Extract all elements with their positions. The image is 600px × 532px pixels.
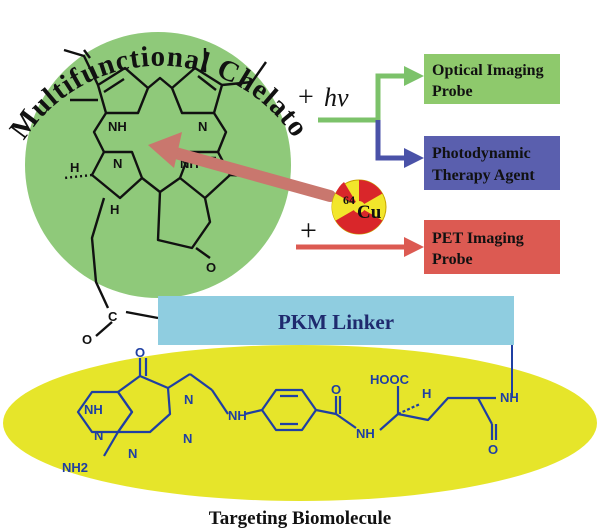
optical-imaging-line2: Probe — [432, 83, 473, 100]
pdt-arrowhead — [404, 148, 424, 168]
folate-structure — [76, 358, 498, 457]
atom-h-top: H — [70, 160, 79, 175]
atom-o-carbonyl: O — [82, 332, 92, 347]
folate-n2: N — [183, 431, 192, 446]
pdt-arrow — [375, 120, 404, 161]
copper-insertion-arrow — [166, 146, 336, 202]
atom-h-bottom: H — [110, 202, 119, 217]
folate-nh-ring: NH — [84, 402, 103, 417]
pet-arrowhead — [404, 237, 424, 257]
optical-imaging-line1: Optical Imaging — [432, 62, 544, 79]
pdt-box — [424, 136, 560, 190]
folate-n1: N — [184, 392, 193, 407]
atom-n-left: N — [113, 156, 122, 171]
optical-arrow — [375, 73, 404, 120]
copper-insertion-arrowhead — [148, 132, 182, 168]
folate-nh-link: NH — [228, 408, 247, 423]
biomolecule-ellipse — [3, 345, 597, 501]
light-hv: hv — [324, 83, 349, 112]
pkm-linker-box — [158, 296, 514, 345]
copper-plus: + — [300, 214, 317, 247]
folate-o-top: O — [135, 345, 145, 360]
biomolecule-label: Targeting Biomolecule — [209, 508, 391, 529]
atom-o-ketone: O — [206, 260, 216, 275]
atom-nh-left: NH — [108, 119, 127, 134]
copper-mass: 64 — [343, 193, 355, 207]
atom-c-carbonyl: C — [108, 309, 118, 324]
light-plus: + — [298, 82, 314, 113]
pkm-linker-label: PKM Linker — [278, 310, 394, 334]
pet-imaging-line1: PET Imaging — [432, 230, 524, 247]
folate-n3: N — [128, 446, 137, 461]
copper-symbol: Cu — [357, 202, 382, 223]
folate-o-amide: O — [331, 382, 341, 397]
folate-nh-end: NH — [500, 390, 519, 405]
optical-imaging-box — [424, 54, 560, 104]
pet-imaging-line2: Probe — [432, 251, 473, 268]
pet-imaging-box — [424, 220, 560, 274]
radiation-icon — [331, 179, 387, 235]
folate-nh-amide: NH — [356, 426, 375, 441]
pdt-line1: Photodynamic — [432, 145, 531, 162]
folate-n4: N — [94, 428, 103, 443]
folate-nh2: NH2 — [62, 460, 88, 475]
folate-hooc: HOOC — [370, 372, 410, 387]
optical-arrowhead — [404, 66, 424, 86]
chelator-circle — [25, 32, 291, 298]
folate-h: H — [422, 386, 431, 401]
pdt-line2: Therapy Agent — [432, 167, 535, 184]
folate-o-end: O — [488, 442, 498, 457]
atom-n-right: N — [198, 119, 207, 134]
